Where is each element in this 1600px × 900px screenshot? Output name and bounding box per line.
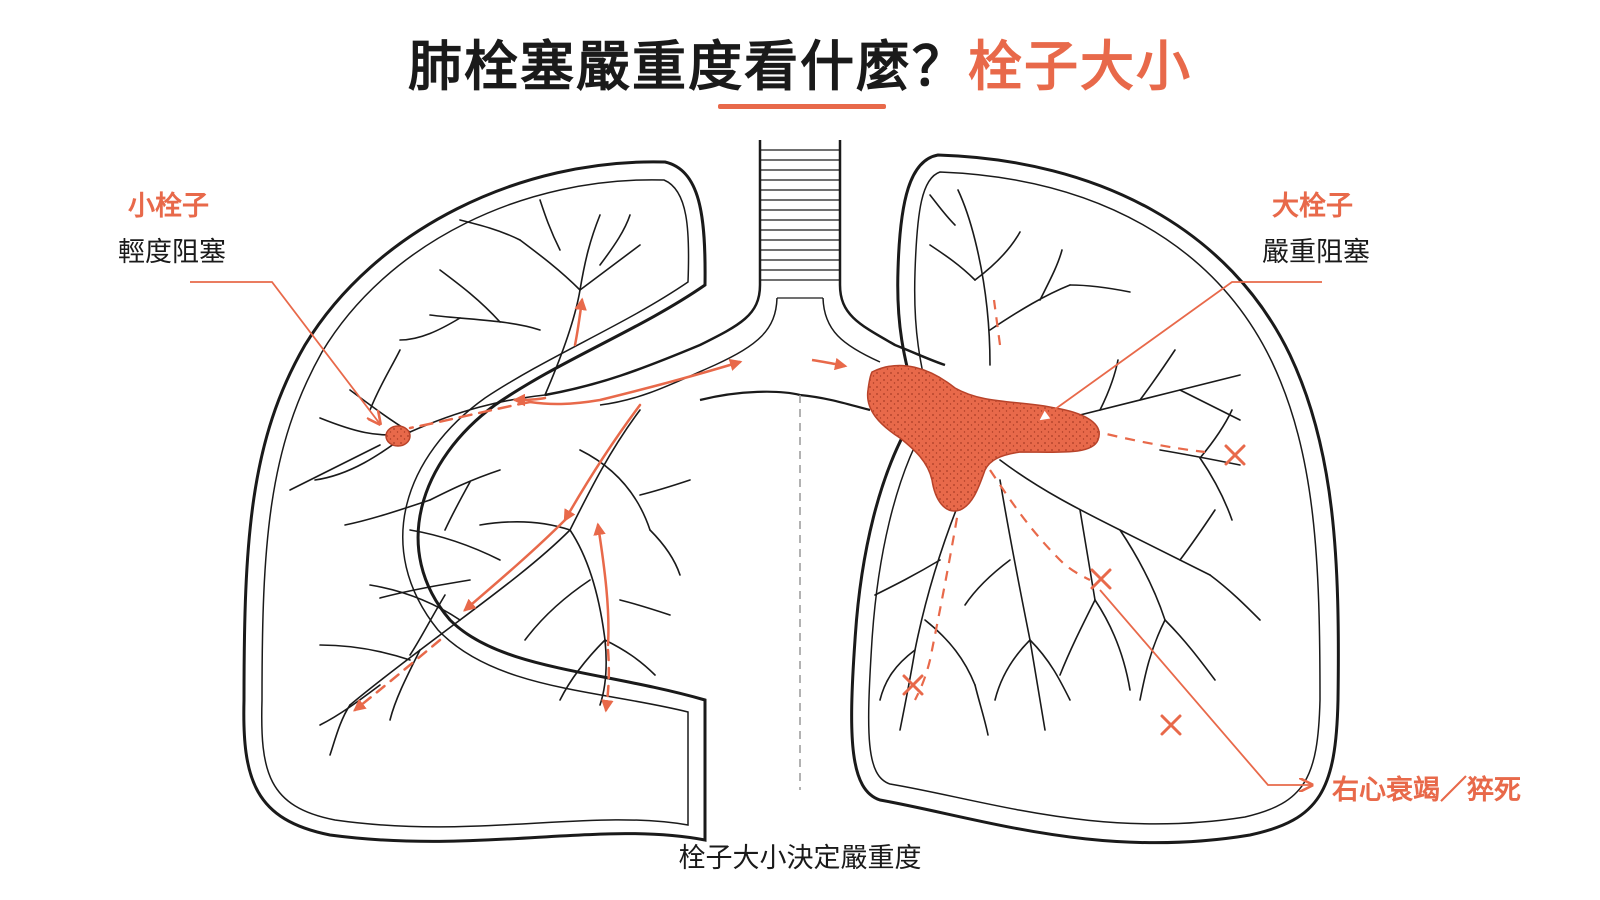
blocked-x-mark [1160,714,1182,736]
large-clot-heading: 大栓子 [1272,191,1353,222]
trachea-icon [544,140,946,412]
left-bronchial-tree [289,199,691,756]
title-underline [718,104,886,109]
blocked-x-marks [902,444,1246,736]
right-entry-arrow [811,357,848,371]
blocked-x-mark [1090,568,1112,590]
large-clot-icon [866,364,1100,512]
small-clot-sub: 輕度阻塞 [118,237,226,268]
large-clot-leader-line [1040,281,1322,420]
left-lung [242,160,707,843]
large-clot-sub: 嚴重阻塞 [1262,237,1370,268]
title-main: 肺栓塞嚴重度看什麼？ [408,35,968,98]
diagram-caption: 栓子大小決定嚴重度 [678,843,922,874]
page-title: 肺栓塞嚴重度看什麼？栓子大小 [0,22,1600,101]
title-accent: 栓子大小 [968,35,1192,98]
right-blocked-paths [914,299,1206,701]
outcome-leader-line [1099,589,1312,785]
blocked-x-mark [1224,444,1246,466]
small-clot-leader-line [190,281,380,424]
left-flow-arrows [353,297,743,713]
small-clot-icon [385,425,411,447]
small-clot-heading: 小栓子 [128,191,209,222]
blocked-x-mark [902,674,924,696]
outcome-label: 右心衰竭／猝死 [1332,775,1521,806]
right-bronchial-tree [874,189,1261,736]
